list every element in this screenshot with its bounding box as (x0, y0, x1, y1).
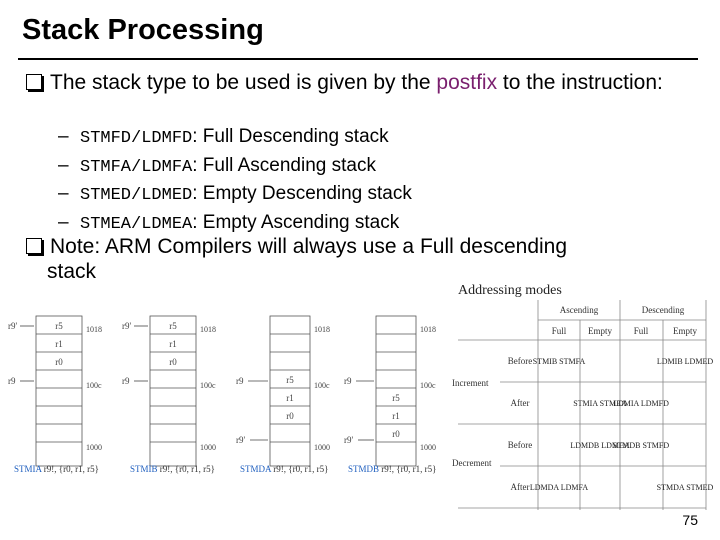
cell-label: r5 (169, 321, 177, 331)
instruction-caption: STMIB r9!, {r0, r1, r5} (130, 464, 215, 474)
cell-label: r1 (55, 339, 63, 349)
instruction-code: STMFD/LDMFD (80, 129, 193, 148)
cell-label: r1 (169, 339, 177, 349)
address-label: 1018 (200, 325, 216, 334)
pointer-label: r9 (122, 376, 130, 386)
column-group-head: Ascending (560, 305, 599, 315)
address-label: 1000 (314, 443, 330, 452)
instruction-code: STMEA/LDMEA (80, 214, 193, 234)
table-cell: LDMDA LDMFA (530, 483, 589, 492)
bullet2-line2: stack (47, 260, 97, 283)
addressing-modes-figure: r5 r1 r0 r9' 1018 r9 100c 1000 STMIA r9!… (8, 283, 714, 510)
cell-label: r0 (169, 357, 177, 367)
cell-label: r1 (286, 393, 294, 403)
table-cell: STMIA STMEA (573, 399, 627, 408)
stack-diagram-stmia: r5 r1 r0 r9' 1018 r9 100c 1000 STMIA r9!… (8, 315, 102, 474)
address-label: 100c (86, 381, 102, 390)
pointer-label: r9' (344, 435, 353, 445)
instruction-caption: STMIA r9!, {r0, r1, r5} (14, 464, 99, 474)
instruction-desc: : Full Descending stack (192, 126, 389, 147)
list-item: –STMEA/LDMEA: Empty Ascending stack (58, 211, 400, 234)
address-label: 1018 (314, 325, 330, 334)
caption-op: STMIB (130, 464, 158, 474)
row-group-head: Decrement (452, 458, 492, 468)
row-head: After (511, 482, 530, 492)
cell-label: r5 (392, 393, 400, 403)
bullet1-text-end: to the instruction: (497, 71, 663, 94)
slide-title: Stack Processing (22, 14, 264, 46)
cell-label: r5 (286, 375, 294, 385)
bullet-note: Note: ARM Compilers will always use a Fu… (26, 234, 686, 284)
bullet1-text: The stack type to be used is given by th… (50, 71, 437, 94)
table-title: Addressing modes (458, 283, 562, 298)
row-head: Before (508, 440, 533, 450)
table-cell: STMDB STMFD (613, 441, 669, 450)
address-label: 1018 (420, 325, 436, 334)
stack-diagram-stmdb: r5 r1 r0 1018 r9 100c r9' 1000 STMDB r9!… (344, 315, 436, 474)
address-label: 1000 (86, 443, 102, 452)
list-item: –STMFD/LDMFD: Full Descending stack (58, 126, 389, 148)
table-cell: LDMIA LDMFD (613, 399, 669, 408)
pointer-label: r9' (8, 321, 17, 331)
checkbox-bullet-icon (26, 74, 42, 90)
table-cell: LDMIB LDMED (657, 357, 713, 366)
column-head: Full (634, 326, 649, 336)
row-head: After (511, 398, 530, 408)
row-head: Before (508, 356, 533, 366)
cell-label: r5 (55, 321, 63, 331)
instruction-desc: : Empty Ascending stack (192, 211, 400, 233)
checkbox-bullet-icon (26, 238, 42, 254)
caption-args: r9!, {r0, r1, r5} (271, 464, 328, 474)
instruction-caption: STMDB r9!, {r0, r1, r5} (348, 464, 436, 474)
bullet-stack-type: The stack type to be used is given by th… (26, 70, 686, 95)
caption-args: r9!, {r0, r1, r5} (42, 464, 99, 474)
caption-args: r9!, {r0, r1, r5} (379, 464, 436, 474)
address-label: 100c (314, 381, 330, 390)
table-cell: LDMDB LDMEA (570, 441, 630, 450)
cell-label: r1 (392, 411, 400, 421)
list-item: –STMED/LDMED: Empty Descending stack (58, 183, 412, 205)
row-group-head: Increment (452, 378, 489, 388)
instruction-code: STMFA/LDMFA (80, 157, 193, 177)
instruction-desc: : Full Ascending stack (192, 154, 376, 176)
caption-op: STMDB (348, 464, 379, 474)
table-cell: STMDA STMED (657, 483, 714, 492)
cell-label: r0 (55, 357, 63, 367)
page-number: 75 (682, 512, 698, 528)
address-label: 100c (200, 381, 216, 390)
list-item: –STMFA/LDMFA: Full Ascending stack (58, 154, 376, 177)
column-head: Full (552, 326, 567, 336)
caption-op: STMIA (14, 464, 43, 474)
pointer-label: r9 (236, 376, 244, 386)
address-label: 100c (420, 381, 436, 390)
pointer-label: r9 (8, 376, 16, 386)
postfix-highlight: postfix (436, 71, 498, 94)
column-head: Empty (588, 326, 612, 336)
caption-op: STMDA (240, 464, 272, 474)
instruction-desc: : Empty Descending stack (192, 183, 412, 204)
stack-diagram-stmib: r5 r1 r0 r9' 1018 r9 100c 1000 STMIB r9!… (122, 315, 216, 474)
address-label: 1000 (420, 443, 436, 452)
column-group-head: Descending (642, 305, 685, 315)
caption-args: r9!, {r0, r1, r5} (158, 464, 215, 474)
address-label: 1000 (200, 443, 216, 452)
pointer-label: r9 (344, 376, 352, 386)
bullet2-line1: Note: ARM Compilers will always use a Fu… (50, 235, 568, 258)
stack-diagram-stmda: r5 r1 r0 1018 r9 100c r9' 1000 STMDA r9!… (236, 315, 330, 474)
pointer-label: r9' (236, 435, 245, 445)
pointer-label: r9' (122, 321, 131, 331)
stack-type-list: –STMFD/LDMFD: Full Descending stack –STM… (58, 124, 412, 238)
instruction-code: STMED/LDMED (80, 186, 193, 205)
addressing-modes-table: Addressing modes Ascending Descending Fu… (452, 283, 714, 510)
cell-label: r0 (286, 411, 294, 421)
address-label: 1018 (86, 325, 102, 334)
table-cell: STMIB STMFA (533, 357, 586, 366)
column-head: Empty (673, 326, 697, 336)
title-divider (18, 58, 698, 60)
instruction-caption: STMDA r9!, {r0, r1, r5} (240, 464, 328, 474)
cell-label: r0 (392, 429, 400, 439)
